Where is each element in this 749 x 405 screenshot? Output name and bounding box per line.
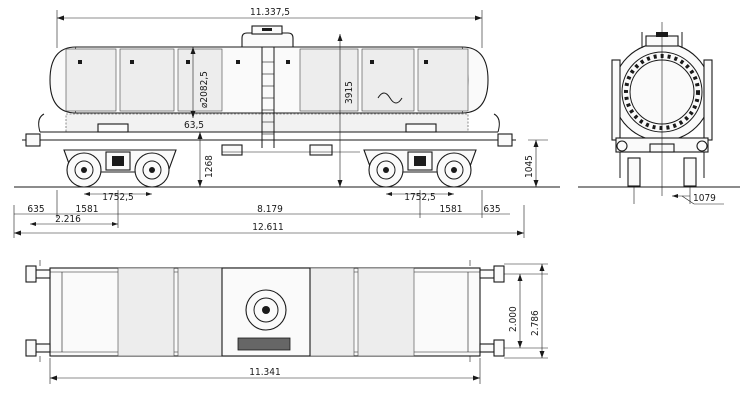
side-view: 11.337,5 bbox=[13, 7, 560, 238]
small-offset-label: 63,5 bbox=[184, 120, 204, 131]
end-view: 1079 bbox=[578, 22, 740, 205]
wheelbase-dimensions: 1752,5 1752,5 bbox=[84, 192, 454, 203]
length-over-buffers-label: 12.611 bbox=[252, 222, 283, 233]
frame-height-label: 1268 bbox=[204, 155, 215, 178]
overall-length-label: 11.337,5 bbox=[250, 7, 290, 18]
plan-view: 11.341 2.000 2.786 bbox=[25, 260, 548, 384]
pivot-offset-label: 2.216 bbox=[55, 214, 81, 225]
tank-diameter-label: ⌀2082,5 bbox=[199, 71, 210, 108]
height-dimensions: ⌀2082,5 3915 1268 63,5 1045 bbox=[184, 34, 548, 187]
plan-width-outer-label: 2.786 bbox=[530, 310, 541, 336]
plan-width-inner-label: 2.000 bbox=[508, 306, 519, 332]
bogie-left bbox=[63, 149, 177, 188]
plan-buffers bbox=[25, 260, 505, 362]
chain-dimensions: 635 1581 8.179 1581 635 2.216 12.611 bbox=[13, 190, 525, 238]
tank-body bbox=[40, 25, 498, 148]
track-gauge-label: 1079 bbox=[693, 193, 716, 204]
buffer-height-label: 1045 bbox=[524, 155, 535, 178]
overall-length-dimension: 11.337,5 bbox=[56, 7, 483, 48]
plan-length-label: 11.341 bbox=[249, 367, 280, 378]
underframe bbox=[22, 113, 516, 156]
bogie-right bbox=[363, 149, 477, 188]
end-right-label: 635 bbox=[483, 204, 500, 215]
bogie-centres-label: 8.179 bbox=[257, 204, 283, 215]
bogie-left-label: 1581 bbox=[76, 204, 99, 215]
bogie-right-label: 1581 bbox=[440, 204, 463, 215]
total-height-label: 3915 bbox=[344, 81, 355, 104]
railway-logo-icon bbox=[377, 92, 403, 104]
end-left-label: 635 bbox=[27, 204, 44, 215]
